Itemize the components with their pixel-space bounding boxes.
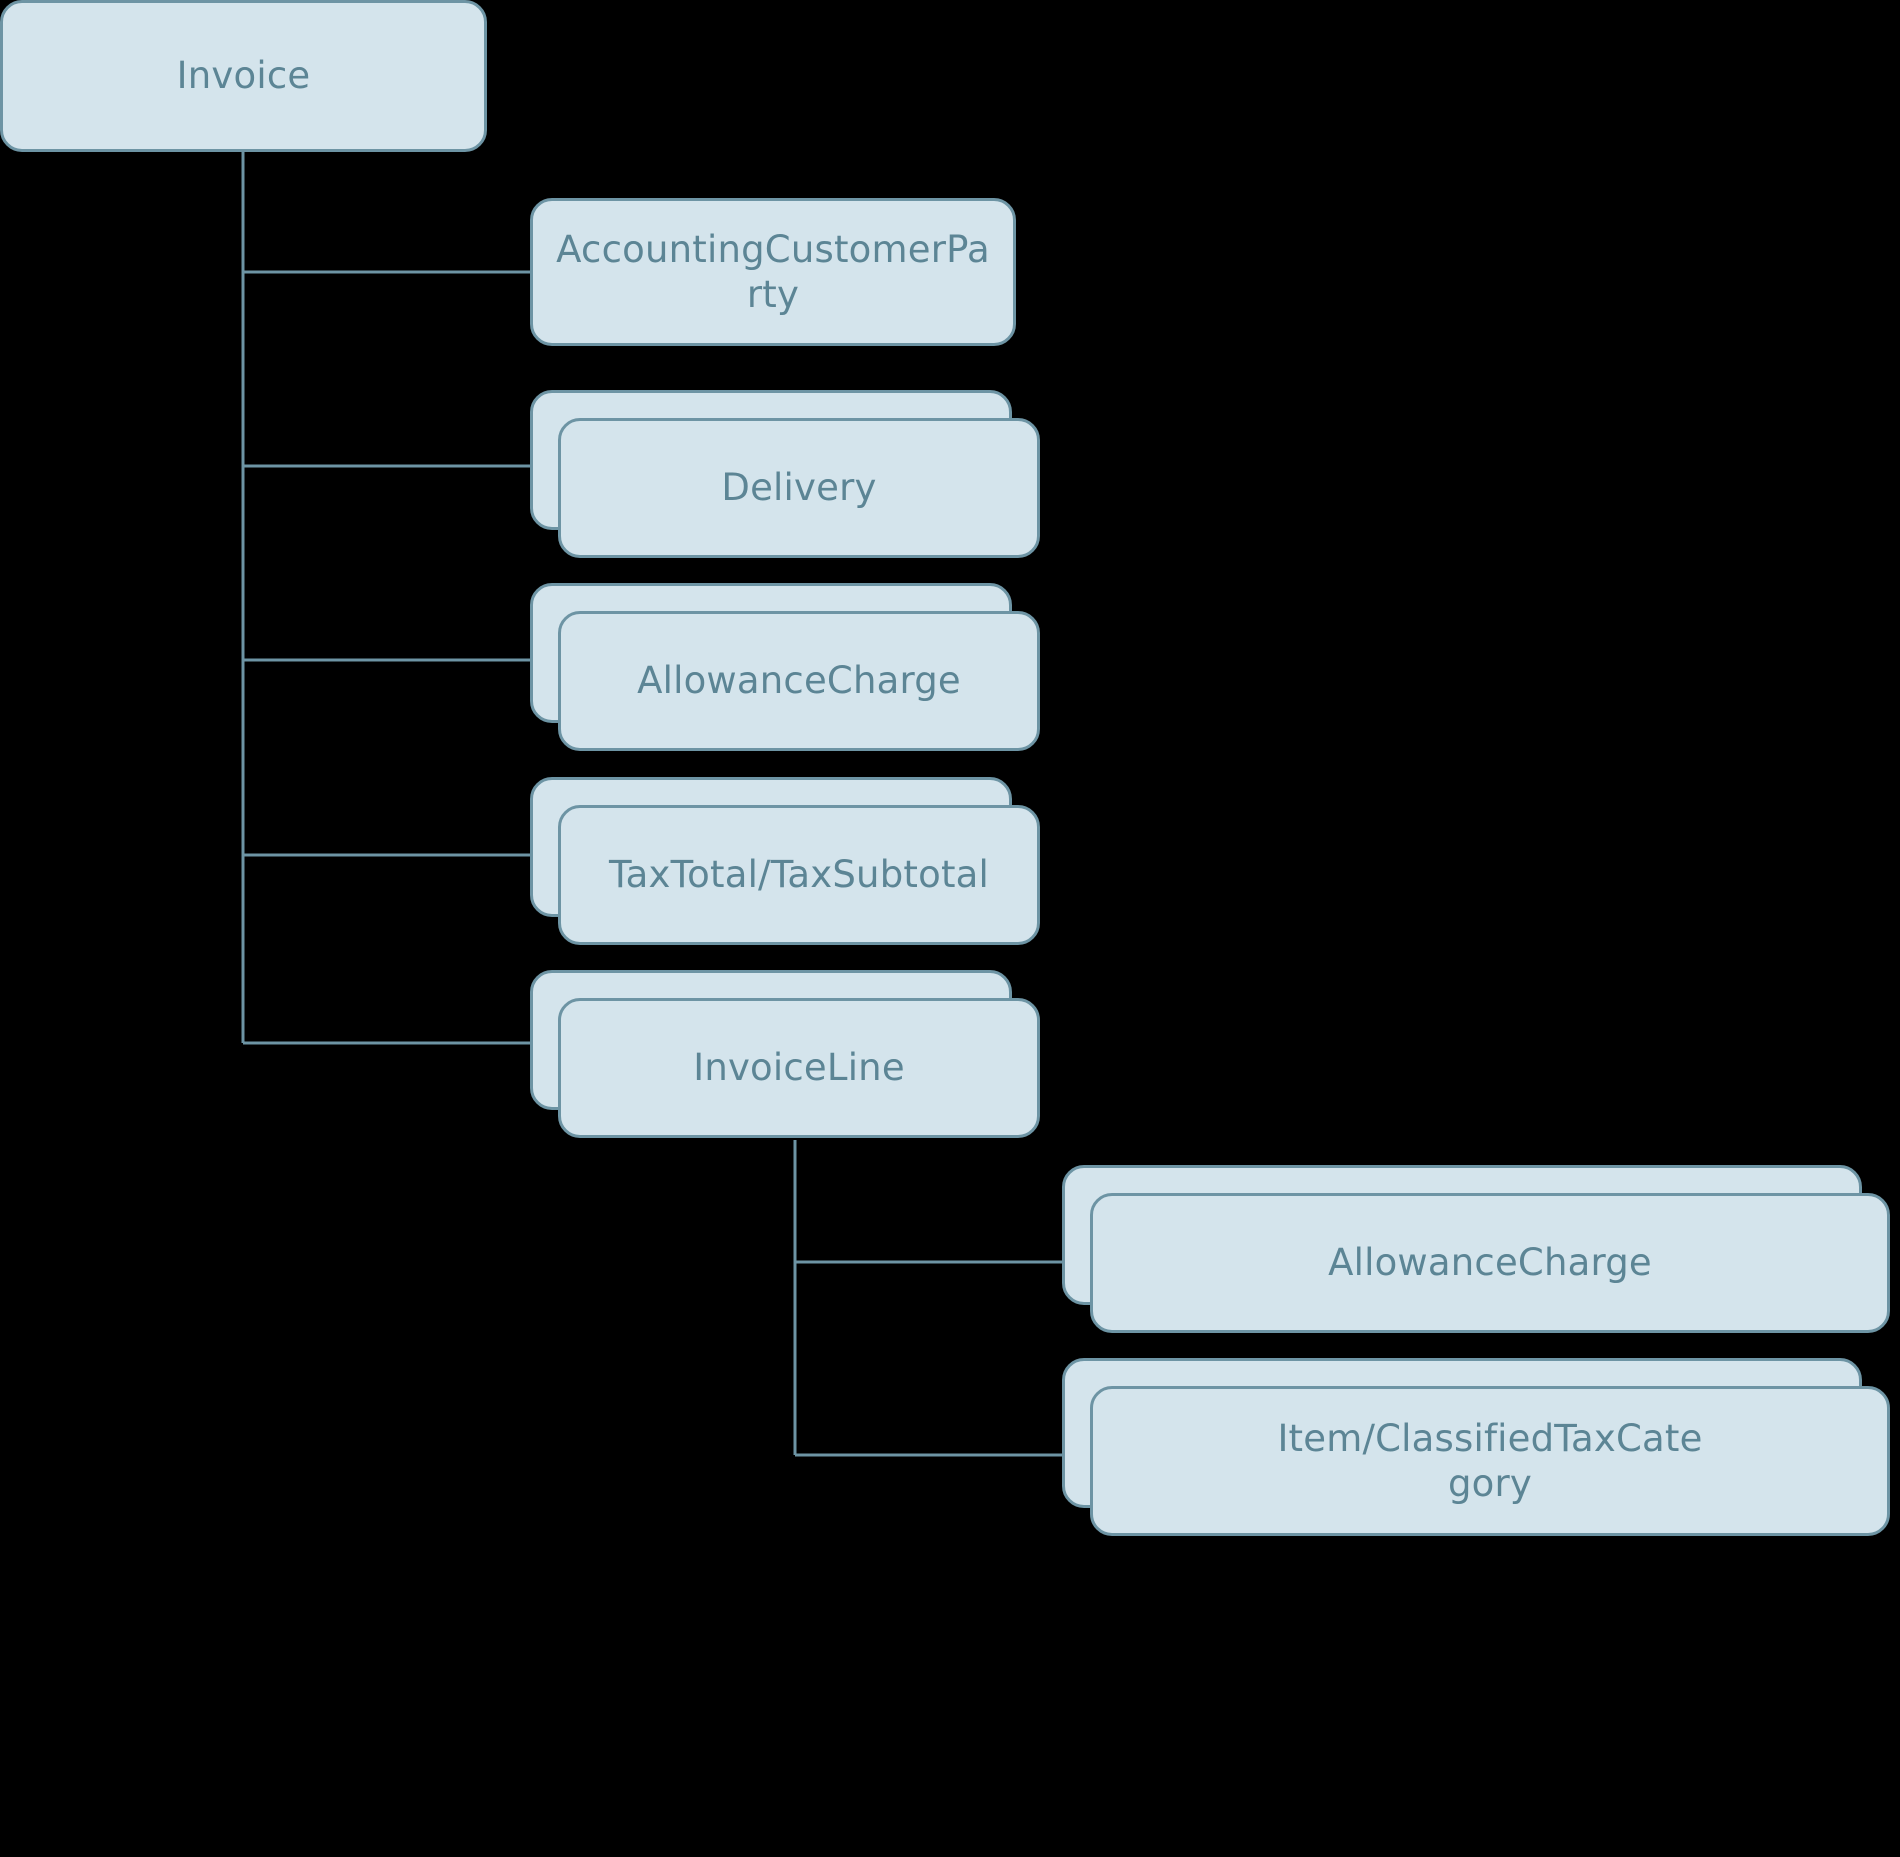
node-line-allowance-charge[interactable]: AllowanceCharge <box>1062 1165 1890 1333</box>
node-delivery[interactable]: Delivery <box>530 390 1040 558</box>
node-invoice-line-card[interactable]: InvoiceLine <box>558 998 1040 1138</box>
node-invoice-line[interactable]: InvoiceLine <box>530 970 1040 1138</box>
node-accounting-customer-party-label: AccountingCustomerPa rty <box>556 227 990 316</box>
node-accounting-customer-party-card[interactable]: AccountingCustomerPa rty <box>530 198 1016 346</box>
node-tax-total-tax-subtotal-label: TaxTotal/TaxSubtotal <box>609 853 989 897</box>
node-invoice-card[interactable]: Invoice <box>0 0 487 152</box>
node-delivery-label: Delivery <box>721 466 877 510</box>
node-line-allowance-charge-label: AllowanceCharge <box>1328 1241 1652 1285</box>
node-allowance-charge-label: AllowanceCharge <box>637 659 961 703</box>
node-invoice-label: Invoice <box>176 54 311 98</box>
node-invoice-line-label: InvoiceLine <box>693 1046 905 1090</box>
node-tax-total-tax-subtotal-card[interactable]: TaxTotal/TaxSubtotal <box>558 805 1040 945</box>
node-line-item-classified-tax-category-label: Item/ClassifiedTaxCate gory <box>1277 1416 1703 1505</box>
node-allowance-charge-card[interactable]: AllowanceCharge <box>558 611 1040 751</box>
node-line-item-classified-tax-category[interactable]: Item/ClassifiedTaxCate gory <box>1062 1358 1890 1536</box>
node-delivery-card[interactable]: Delivery <box>558 418 1040 558</box>
node-invoice[interactable]: Invoice <box>0 0 487 152</box>
node-line-allowance-charge-card[interactable]: AllowanceCharge <box>1090 1193 1890 1333</box>
node-allowance-charge[interactable]: AllowanceCharge <box>530 583 1040 751</box>
node-tax-total-tax-subtotal[interactable]: TaxTotal/TaxSubtotal <box>530 777 1040 945</box>
node-accounting-customer-party[interactable]: AccountingCustomerPa rty <box>530 198 1016 346</box>
node-line-item-classified-tax-category-card[interactable]: Item/ClassifiedTaxCate gory <box>1090 1386 1890 1536</box>
